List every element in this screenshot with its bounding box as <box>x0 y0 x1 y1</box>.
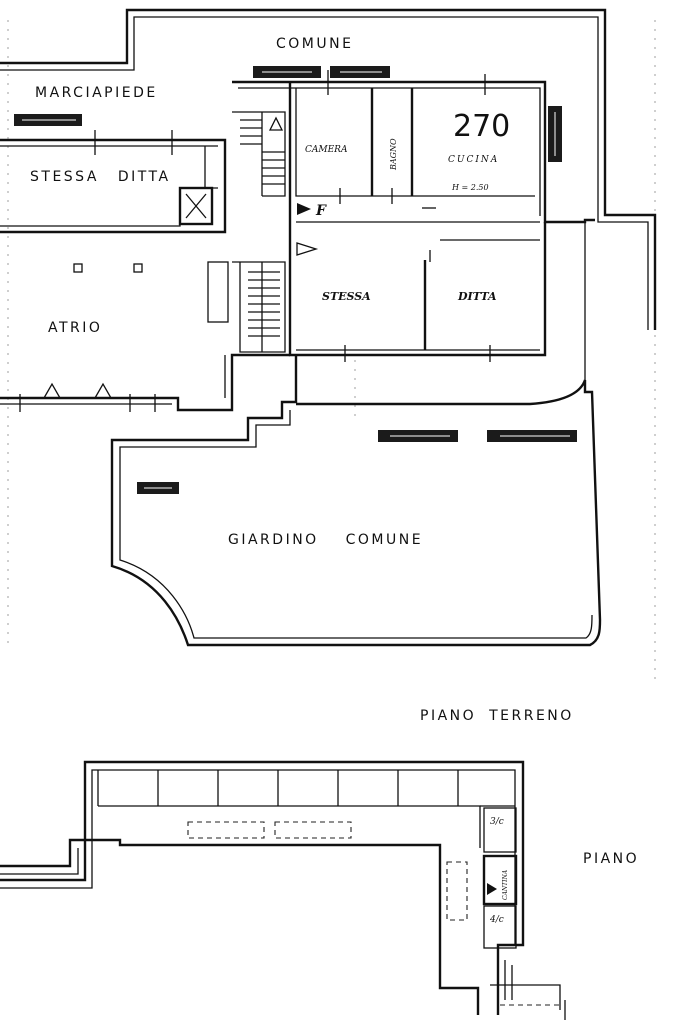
marker-f: F <box>315 203 327 219</box>
room-camera: CAMERA <box>305 145 348 155</box>
cellar-cantina: CANTINA <box>502 869 509 900</box>
ground-floor-walls <box>0 8 657 647</box>
entrance-arrow-icon <box>297 203 311 215</box>
block-hatching <box>22 71 570 489</box>
room-cucina: CUCINA <box>448 155 499 165</box>
cellar-arrow-icon <box>487 883 497 895</box>
label-stessa-ditta-left: STESSA DITTA <box>30 169 171 185</box>
pillars <box>73 263 143 273</box>
up-arrow-icon <box>268 116 284 131</box>
stair-arrow-icon <box>296 242 319 256</box>
tick-marks <box>19 70 491 412</box>
room-stessa: STESSA <box>322 290 371 303</box>
warning-triangles <box>42 382 113 399</box>
room-bagno: BAGNO <box>389 138 398 171</box>
label-piano: PIANO <box>583 851 639 867</box>
upper-stairs <box>240 112 285 196</box>
room-ditta: DITTA <box>457 290 497 303</box>
cellar-4c: 4/c <box>489 915 504 925</box>
basement-plan <box>0 760 566 1020</box>
lower-stairs <box>248 262 280 352</box>
plan-number: 270 <box>453 109 510 144</box>
label-piano-terreno: PIANO TERRENO <box>420 708 574 724</box>
room-height: H = 2.50 <box>451 183 489 192</box>
label-comune: COMUNE <box>276 36 353 52</box>
label-marciapiede: MARCIAPIEDE <box>35 85 158 101</box>
label-atrio: ATRIO <box>48 320 102 336</box>
cellar-3c: 3/c <box>490 817 504 827</box>
label-giardino-comune: GIARDINO COMUNE <box>228 532 423 548</box>
